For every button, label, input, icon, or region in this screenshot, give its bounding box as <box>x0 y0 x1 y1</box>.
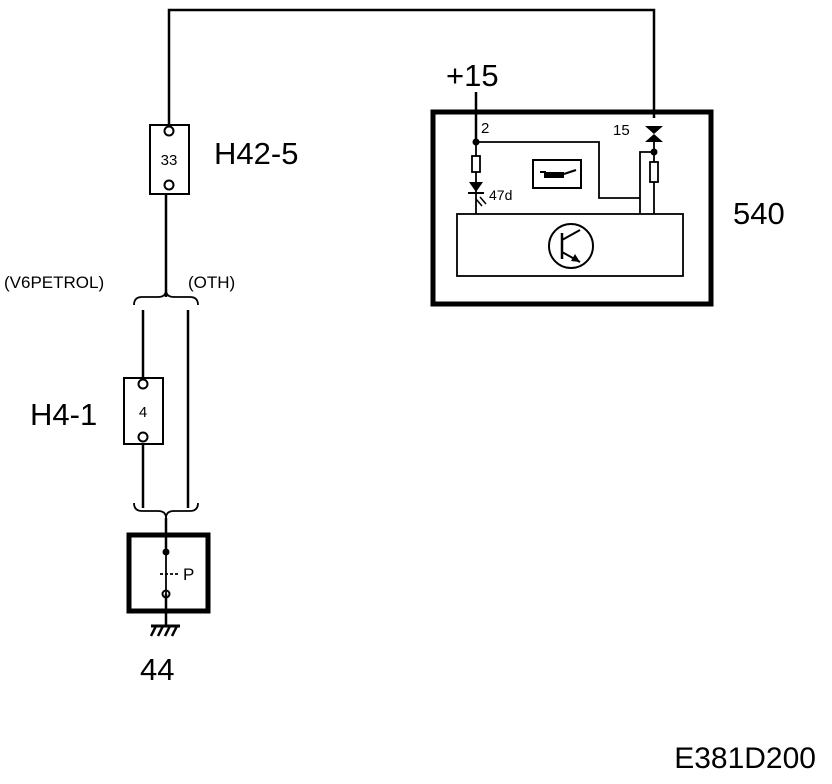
wire-top <box>167 8 656 125</box>
connector-pin-hole <box>163 179 175 191</box>
warning-led-icon <box>468 182 487 207</box>
module-pin-supply: 2 <box>481 120 489 137</box>
switch-44-number: 44 <box>140 652 174 687</box>
resistor-signal <box>649 161 659 183</box>
resistor-supply <box>471 155 481 173</box>
switch-44: P <box>126 532 211 626</box>
wire-module-crossover <box>476 141 640 199</box>
diode-icon <box>645 126 663 142</box>
switch-44-pressure-label: P <box>183 565 194 584</box>
variant-right-label: (OTH) <box>188 273 235 292</box>
connector-h42-5: 33 <box>149 124 190 195</box>
oil-can-icon <box>540 169 577 178</box>
connector-h4-1: 4 <box>123 377 164 445</box>
diagram-code: E381D200 <box>674 742 816 775</box>
connector-pin-hole <box>163 125 175 137</box>
ground-icon <box>149 624 180 637</box>
module-540-number: 540 <box>733 196 785 231</box>
led-label: 47d <box>489 187 512 203</box>
transistor-icon <box>548 223 594 269</box>
connector-h42-5-pin: 33 <box>161 152 178 169</box>
variant-left-label: (V6PETROL) <box>4 273 104 292</box>
connector-h42-5-label: H42-5 <box>214 136 298 171</box>
module-540-frame <box>430 109 714 307</box>
switch-44-body <box>126 532 211 614</box>
connector-h4-1-label: H4-1 <box>30 397 97 432</box>
module-pin-signal: 15 <box>613 122 630 139</box>
connector-h4-1-pin: 4 <box>139 404 147 421</box>
connector-pin-hole <box>137 431 149 443</box>
connector-pin-hole <box>137 378 149 390</box>
wire-module-signal-branch <box>639 151 654 214</box>
supply-label: +15 <box>446 58 499 93</box>
module-540: 2 15 47d <box>430 109 714 307</box>
variant-brace-top <box>133 289 199 306</box>
